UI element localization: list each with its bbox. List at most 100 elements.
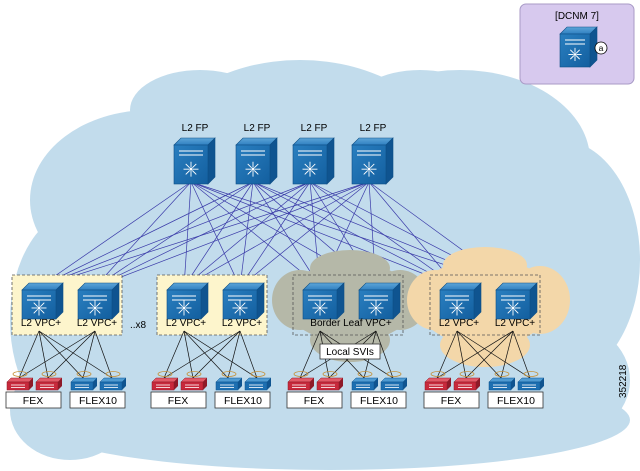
spine-switch-2: L2 FP — [235, 123, 278, 185]
fex-device-icon — [6, 371, 34, 391]
fex-label-box — [150, 391, 207, 409]
fex-link — [456, 330, 502, 379]
fex-label: FEX — [304, 395, 324, 407]
fex-link — [227, 330, 241, 379]
flex-label-box — [350, 391, 407, 409]
fabric-link — [190, 181, 321, 288]
pod-box — [429, 274, 541, 336]
fex-device-icon — [244, 371, 272, 391]
leaf-label: L2 VPC+ — [495, 318, 535, 329]
flex-label: FLEX10 — [360, 395, 398, 407]
switch-icon — [222, 282, 265, 320]
fex-link — [183, 330, 194, 379]
pod-1: L2 VPC+L2 VPC+ — [11, 274, 123, 336]
fex-link — [18, 330, 96, 379]
flex-label-box — [487, 391, 544, 409]
spine-switch-4: L2 FP — [351, 123, 394, 185]
links — [38, 181, 514, 288]
fex-link — [512, 330, 531, 379]
spine-label: L2 FP — [244, 123, 271, 134]
fabric-link — [190, 181, 241, 288]
switch-icon — [559, 26, 598, 68]
fabric-link — [38, 181, 311, 288]
fex-link — [38, 330, 113, 379]
leaf-label: L2 VPC+ — [77, 318, 117, 329]
fex-device-icon — [517, 371, 545, 391]
switch-icon — [351, 137, 394, 185]
fex-label: FEX — [23, 395, 43, 407]
fabric-link — [94, 181, 311, 288]
fabric-link — [38, 181, 370, 288]
fabric-link — [183, 181, 311, 288]
switch-icon — [235, 137, 278, 185]
fex-device-icon — [70, 371, 98, 391]
fex-label-box — [286, 391, 343, 409]
switch-icon — [173, 137, 216, 185]
cloud-lobe — [130, 70, 270, 150]
fex-link — [82, 330, 96, 379]
fabric-link — [183, 181, 370, 288]
fex-label-box — [5, 391, 62, 409]
switch-icon — [166, 282, 209, 320]
fex-link — [183, 330, 229, 379]
fex-group-2: FEX FLEX10 — [150, 330, 272, 409]
switch-icon — [302, 282, 345, 320]
fex-label-box — [423, 391, 480, 409]
local-svis-label: Local SVIs — [326, 347, 374, 358]
fex-link — [192, 330, 241, 379]
fabric-link — [239, 181, 311, 288]
spine-label: L2 FP — [360, 123, 387, 134]
fex-device-icon — [35, 371, 63, 391]
spine-label: L2 FP — [301, 123, 328, 134]
fex-label: FEX — [168, 395, 188, 407]
dcnm-badge: a — [599, 43, 604, 53]
fabric-link — [252, 181, 458, 288]
fex-device-icon — [180, 371, 208, 391]
flex-label: FLEX10 — [224, 395, 262, 407]
pod-box — [292, 274, 404, 336]
fex-link — [163, 330, 185, 379]
fex-device-icon — [316, 371, 344, 391]
fex-device-icon — [424, 371, 452, 391]
fex-link — [38, 330, 84, 379]
fabric-link — [309, 181, 458, 288]
figure-id: 352218 — [618, 364, 629, 398]
fabric-link — [38, 181, 254, 288]
switch-icon — [495, 282, 538, 320]
switch-icon — [21, 282, 64, 320]
fabric-link — [38, 181, 192, 288]
fex-link — [299, 330, 321, 379]
fabric-link — [94, 181, 192, 288]
switch-icon — [77, 282, 120, 320]
pod-2: L2 VPC+L2 VPC+ — [156, 274, 268, 336]
dcnm-label: [DCNM 7] — [555, 11, 599, 22]
fex-link — [47, 330, 96, 379]
fex-link — [375, 330, 394, 379]
fex-link — [465, 330, 514, 379]
leaf-label: L2 VPC+ — [166, 318, 206, 329]
fex-link — [456, 330, 531, 379]
cloud-lobe — [350, 70, 490, 150]
spine-switch-3: L2 FP — [292, 123, 335, 185]
fex-label: FEX — [441, 395, 461, 407]
fex-device-icon — [287, 371, 315, 391]
fabric-link — [94, 181, 370, 288]
flex-label-box — [69, 391, 126, 409]
switch-icon — [292, 137, 335, 185]
fex-link — [500, 330, 514, 379]
fex-link — [456, 330, 467, 379]
spine-label: L2 FP — [182, 123, 209, 134]
fex-link — [183, 330, 258, 379]
fex-device-icon — [215, 371, 243, 391]
fex-device-icon — [453, 371, 481, 391]
fex-link — [163, 330, 241, 379]
fabric-link — [183, 181, 254, 288]
dcnm-switch-icon — [559, 26, 598, 68]
fex-link — [436, 330, 458, 379]
fabric-link — [183, 181, 192, 288]
leaf-label: L2 VPC+ — [439, 318, 479, 329]
